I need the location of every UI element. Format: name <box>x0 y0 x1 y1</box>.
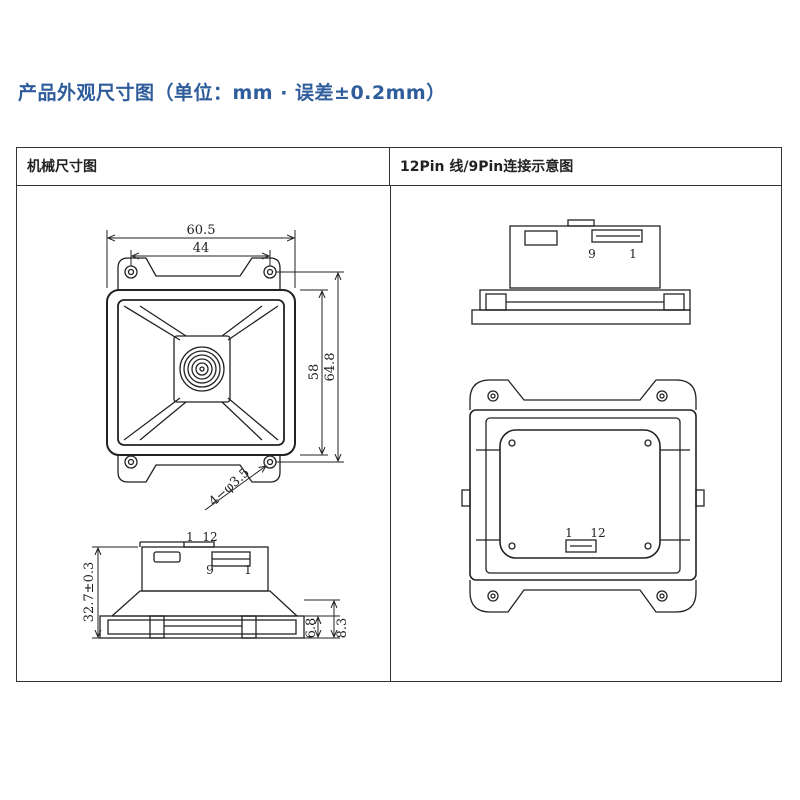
dim-height-outer: 64.8 <box>323 353 338 382</box>
mechanical-dimension-header: 机械尺寸图 <box>17 148 390 186</box>
pin-connection-header: 12Pin 线/9Pin连接示意图 <box>390 148 781 186</box>
dimension-table: 机械尺寸图 12Pin 线/9Pin连接示意图 <box>16 147 782 682</box>
dim-side-height: 32.7±0.3 <box>82 562 97 623</box>
side-view-dimensions <box>92 546 340 639</box>
side-pin-label-right: 12 <box>202 530 217 544</box>
page-title: 产品外观尺寸图（单位：mm · 误差±0.2mm） <box>18 82 446 104</box>
dim-width-outer: 60.5 <box>187 223 216 238</box>
dim-height-holes: 58 <box>307 364 322 381</box>
pin-label-9: 9 <box>588 247 596 261</box>
front-view-dimensions <box>106 230 344 511</box>
pin-label-12: 12 <box>590 526 605 540</box>
right-side-view-drawing <box>471 219 691 325</box>
pin-label-1-bottom: 1 <box>565 526 573 540</box>
pin-label-1-top: 1 <box>629 247 637 261</box>
dim-width-holes: 44 <box>193 241 210 256</box>
side-pin-label-bottom-right: 1 <box>244 563 252 577</box>
back-view-drawing <box>461 379 705 613</box>
front-view-drawing <box>106 257 296 483</box>
dim-hole-spec: 4−φ3.5 <box>206 465 252 509</box>
side-view-drawing <box>99 541 305 639</box>
column-divider <box>390 186 391 681</box>
dim-side-h2: 8.3 <box>335 618 350 639</box>
side-pin-label-left: 1 <box>186 530 194 544</box>
dim-side-h1: 6.8 <box>304 618 319 639</box>
side-pin-label-bottom-left: 9 <box>206 563 214 577</box>
